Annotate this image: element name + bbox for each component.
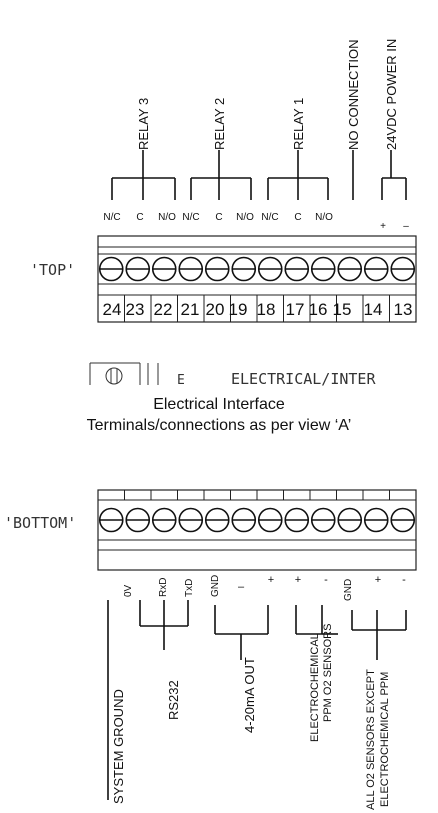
terminal-number: 16: [309, 300, 328, 319]
pin-label: 0V: [123, 584, 134, 597]
top-terminal-block: [97, 235, 417, 323]
pin-label: C: [136, 212, 143, 223]
bottom-pin-labels: 0V RxD TxD GND – + + - GND + -: [123, 574, 406, 601]
electrochemical-ppm-label: ELECTROCHEMICAL PPM: [379, 672, 391, 807]
pin-label: N/O: [158, 212, 176, 223]
pin-label: -: [402, 574, 406, 586]
top-terminal-numbers: 24 23 22 21 20 19 18 17 16 15 14 13: [103, 300, 413, 319]
pin-label: N/C: [103, 212, 120, 223]
pin-label: N/C: [261, 212, 278, 223]
pin-label: N/O: [315, 212, 333, 223]
pin-label: N/O: [236, 212, 254, 223]
ppm-o2-sensors-label: PPM O2 SENSORS: [322, 624, 334, 722]
relay1-bracket: [267, 150, 329, 200]
terminal-number: 13: [394, 300, 413, 319]
ma-out-label: 4-20mA OUT: [242, 657, 257, 733]
terminal-number: 22: [154, 300, 173, 319]
pin-label: +: [268, 574, 274, 586]
bottom-connection-lines: [107, 600, 407, 800]
pin-label: +: [380, 221, 386, 232]
terminal-number: 18: [257, 300, 276, 319]
bottom-side-label: 'BOTTOM': [4, 514, 76, 532]
terminal-number: 20: [206, 300, 225, 319]
terminal-number: 17: [286, 300, 305, 319]
rs232-label: RS232: [166, 680, 181, 720]
relay2-bracket: [190, 150, 252, 200]
terminal-number: 19: [229, 300, 248, 319]
legend-letter: E: [177, 373, 185, 388]
power-in-bracket: [381, 150, 407, 200]
terminal-number: 21: [181, 300, 200, 319]
top-pin-labels: N/C C N/O N/C C N/O N/C C N/O + –: [103, 212, 409, 232]
pin-label: C: [294, 212, 301, 223]
electrochemical-label: ELECTROCHEMICAL: [309, 633, 321, 742]
pin-label: TxD: [184, 579, 195, 597]
bottom-terminal-block: [97, 489, 417, 571]
legend-title: ELECTRICAL/INTER: [231, 370, 376, 388]
relay3-label: RELAY 3: [136, 98, 151, 150]
no-connection-label: NO CONNECTION: [346, 40, 361, 151]
pin-label: RxD: [158, 578, 169, 597]
relay3-bracket: [111, 150, 176, 200]
pin-label: N/C: [182, 212, 199, 223]
pin-label: -: [324, 574, 328, 586]
all-o2-sensors-label: ALL O2 SENSORS EXCEPT: [365, 669, 377, 810]
system-ground-label: SYSTEM GROUND: [111, 689, 126, 804]
bottom-group-labels: SYSTEM GROUND RS232 4-20mA OUT ELECTROCH…: [111, 624, 391, 810]
pin-label: C: [215, 212, 222, 223]
pin-label: –: [403, 221, 409, 232]
pin-label: –: [238, 581, 245, 593]
legend-symbol: [89, 362, 159, 385]
power-in-label: 24VDC POWER IN: [384, 39, 399, 150]
top-side-label: 'TOP': [30, 261, 75, 279]
caption-line-1: Electrical Interface: [153, 396, 285, 413]
pin-label: GND: [210, 575, 221, 597]
terminal-number: 14: [364, 300, 383, 319]
terminal-number: 24: [103, 300, 122, 319]
pin-label: +: [375, 574, 381, 586]
terminal-number: 15: [333, 300, 352, 319]
relay2-label: RELAY 2: [212, 98, 227, 150]
terminal-number: 23: [126, 300, 145, 319]
pin-label: GND: [343, 579, 354, 601]
relay1-label: RELAY 1: [291, 98, 306, 150]
pin-label: +: [295, 574, 301, 586]
caption-line-2: Terminals/connections as per view ‘A’: [86, 417, 352, 434]
